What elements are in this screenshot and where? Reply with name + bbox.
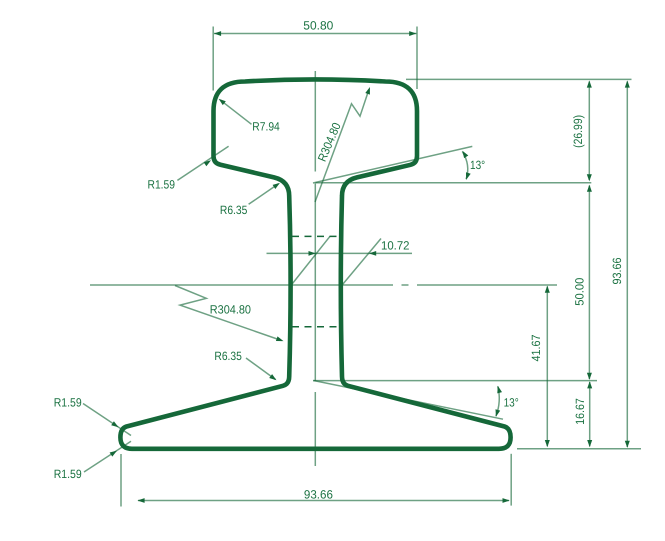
- svg-text:93.66: 93.66: [610, 257, 624, 284]
- svg-text:16.67: 16.67: [573, 398, 587, 425]
- svg-text:10.72: 10.72: [381, 238, 410, 252]
- svg-text:41.67: 41.67: [529, 334, 543, 361]
- svg-text:(26.99): (26.99): [571, 115, 585, 148]
- svg-text:R1.59: R1.59: [148, 177, 176, 191]
- svg-text:R304.80: R304.80: [210, 302, 251, 316]
- svg-text:R6.35: R6.35: [214, 349, 242, 363]
- svg-text:R1.59: R1.59: [54, 467, 82, 481]
- svg-text:93.66: 93.66: [304, 488, 333, 502]
- svg-text:50.00: 50.00: [572, 277, 586, 305]
- svg-text:13°: 13°: [504, 396, 519, 410]
- svg-text:R1.59: R1.59: [54, 396, 82, 410]
- svg-text:50.80: 50.80: [303, 19, 333, 33]
- svg-text:R6.35: R6.35: [220, 203, 248, 217]
- svg-text:13°: 13°: [470, 158, 485, 172]
- svg-text:R304.80: R304.80: [315, 120, 344, 163]
- svg-text:R7.94: R7.94: [252, 119, 280, 133]
